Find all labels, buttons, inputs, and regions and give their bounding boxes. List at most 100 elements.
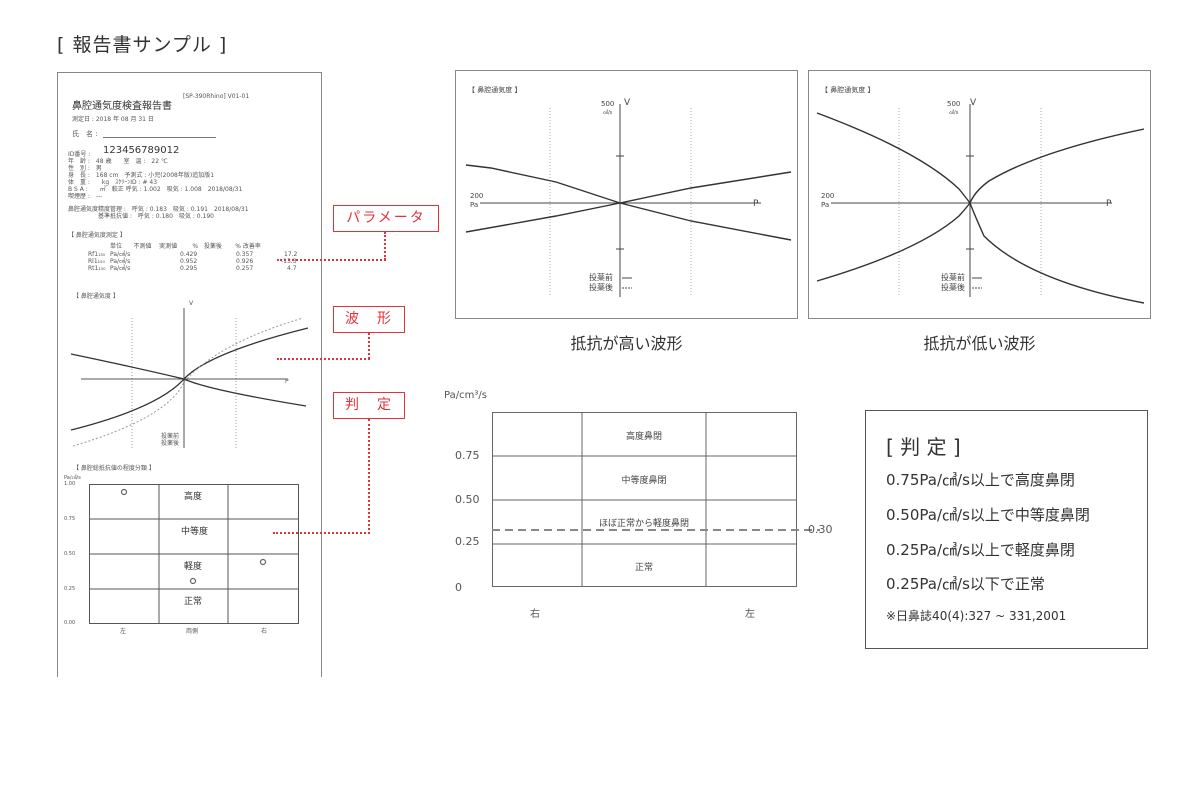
info-line: 喫煙歴 : --- (68, 193, 103, 200)
class-x: 右 (261, 628, 268, 635)
info-line: 身 長 : 168 cm 予測式 : 小児(2008年版)追加版1 (68, 172, 215, 179)
info-line: 年 齢 : 48 歳 室 温 : 22 ℃ (68, 158, 168, 165)
v-label: V (624, 98, 631, 108)
report-class-grid (89, 484, 299, 624)
legend-before: 投薬前 (941, 273, 965, 282)
info-line: B S A : ㎡ 較正 呼気 : 1.002 吸気 : 1.008 2018/… (68, 186, 243, 193)
judgement-box: [ 判 定 ] 0.75Pa/㎤/s以上で高度鼻閉 0.50Pa/㎤/s以上で中… (865, 410, 1148, 649)
axis-v-label: V (189, 300, 194, 307)
class-cat: 正常 (634, 563, 653, 573)
class-cat: 中等度鼻閉 (621, 476, 667, 486)
class-cat: 中等度 (181, 527, 209, 537)
report-sample: [SP-390Rhino] V01-01 鼻腔通気度検査報告書 測定日 : 20… (57, 72, 322, 677)
header: 投薬後 (203, 243, 222, 250)
cell: Pa/㎤/s (110, 265, 131, 272)
pmax: 200 (821, 192, 835, 200)
ytick: 0.75 (455, 449, 480, 462)
judgement-line: 0.50Pa/㎤/s以上で中等度鼻閉 (886, 506, 1090, 524)
punit: Pa (821, 201, 830, 209)
p-label: P (753, 199, 759, 209)
connector (368, 333, 370, 359)
legend-after: 投薬後 (941, 283, 965, 292)
cell: Pa/㎤/s (110, 258, 131, 265)
judgement-line: 0.25Pa/㎤/s以下で正常 (886, 575, 1045, 593)
ytick: 0.25 (455, 535, 480, 548)
v-label: V (970, 98, 977, 108)
calib-line: 鼻腔通気度精度管理 : 呼気 : 0.183 吸気 : 0.191 2018/0… (68, 206, 249, 213)
tag-judgement: 判 定 (333, 392, 405, 419)
class-cat: ほぼ正常から軽度鼻閉 (598, 519, 689, 529)
name-line (103, 137, 216, 138)
legend-after: 投薬後 (161, 440, 180, 447)
connector (273, 532, 370, 534)
header: 単位 (110, 243, 123, 250)
report-title: 鼻腔通気度検査報告書 (72, 101, 172, 112)
report-name-label: 氏 名 : (72, 130, 98, 138)
class-title: 【 鼻腔総抵抗値の程度分類 】 (73, 465, 155, 472)
judgement-source: ※日鼻誌40(4):327 ~ 331,2001 (886, 609, 1067, 623)
x-label-right: 右 (530, 609, 540, 620)
classification-grid (492, 412, 820, 587)
info-line: 体 重 : kg ｽｸﾘｰﾝID : # 43 (68, 179, 158, 186)
header: 改善率 (242, 243, 261, 250)
class-cat: 高度鼻閉 (625, 432, 662, 442)
cell: 0.926 (236, 258, 254, 265)
waveform-high-resistance: 【 鼻腔通気度 】 500 ㎤/s V 200 Pa P 投薬前 投薬後 (455, 70, 798, 319)
cell: Rt1₁₅₀ (88, 265, 106, 272)
vmax: 500 (947, 100, 961, 108)
connector (277, 259, 386, 261)
judgement-title: [ 判 定 ] (886, 435, 961, 459)
measure-title: 【 鼻腔通気度測定 】 (68, 232, 126, 239)
x-label-left: 左 (745, 609, 755, 620)
report-model: [SP-390Rhino] V01-01 (183, 93, 250, 100)
caption-low: 抵抗が低い波形 (923, 334, 1036, 353)
calib-line: 基準抵抗値 : 呼気 : 0.180 吸気 : 0.190 (98, 213, 214, 220)
legend-before: 投薬前 (161, 433, 180, 440)
legend-before: 投薬前 (589, 273, 613, 282)
connector (384, 232, 386, 260)
waveform-low-resistance: 【 鼻腔通気度 】 500 ㎤/s V 200 Pa P 投薬前 投薬後 (808, 70, 1151, 319)
cell: 17.2 (284, 251, 298, 258)
tag-parameter: パラメータ (333, 205, 439, 232)
cell: 0.429 (180, 251, 198, 258)
cell: Rl1₁₅₀ (88, 258, 105, 265)
cell: 0.952 (180, 258, 198, 265)
page-heading: [ 報告書サンプル ] (57, 34, 228, 56)
class-cat: 正常 (184, 597, 203, 607)
info-line: 性 別 : 男 (68, 165, 102, 172)
class-x: 左 (120, 628, 127, 635)
pmax: 200 (470, 192, 484, 200)
ytick: 0.50 (455, 493, 480, 506)
legend-after: 投薬後 (589, 283, 613, 292)
wave-plot (465, 104, 792, 297)
p-label: P (1106, 199, 1112, 209)
wave-title: 【 鼻腔通気度 】 (821, 86, 875, 94)
vmax: 500 (601, 100, 615, 108)
cell: 0.295 (180, 265, 198, 272)
connector (368, 419, 370, 534)
graph-title: 【 鼻腔通気度 】 (73, 293, 119, 300)
ytick: 0.50 (64, 551, 76, 557)
class-unit: Pa/cm³/s (444, 390, 487, 401)
report-waveform-graph (70, 308, 309, 448)
axis-p-label: P (285, 378, 289, 385)
cell: 0.357 (236, 251, 254, 258)
vunit: ㎤/s (949, 110, 959, 116)
cell: Pa/㎤/s (110, 251, 131, 258)
cell: 4.7 (287, 265, 297, 272)
measure-headers: 単位 不測値 実測値 % 投薬後 % 改善率 (110, 243, 261, 250)
cell: 0.257 (236, 265, 254, 272)
ytick: 0.75 (64, 516, 76, 522)
report-id-label: ID番号 : (68, 151, 91, 158)
report-date: 測定日 : 2018 年 08 月 31 日 (72, 116, 154, 123)
vunit: ㎤/s (603, 110, 613, 116)
ytick: 0 (455, 581, 462, 594)
wave-plot (816, 104, 1145, 304)
caption-high: 抵抗が高い波形 (570, 334, 683, 353)
header: % (192, 243, 199, 250)
class-x: 両側 (186, 628, 199, 635)
class-unit: Pa/㎤/s (64, 475, 81, 481)
judgement-line: 0.75Pa/㎤/s以上で高度鼻閉 (886, 471, 1075, 489)
threshold-label: 0.30 (808, 523, 833, 536)
header: 実測値 (159, 243, 178, 250)
